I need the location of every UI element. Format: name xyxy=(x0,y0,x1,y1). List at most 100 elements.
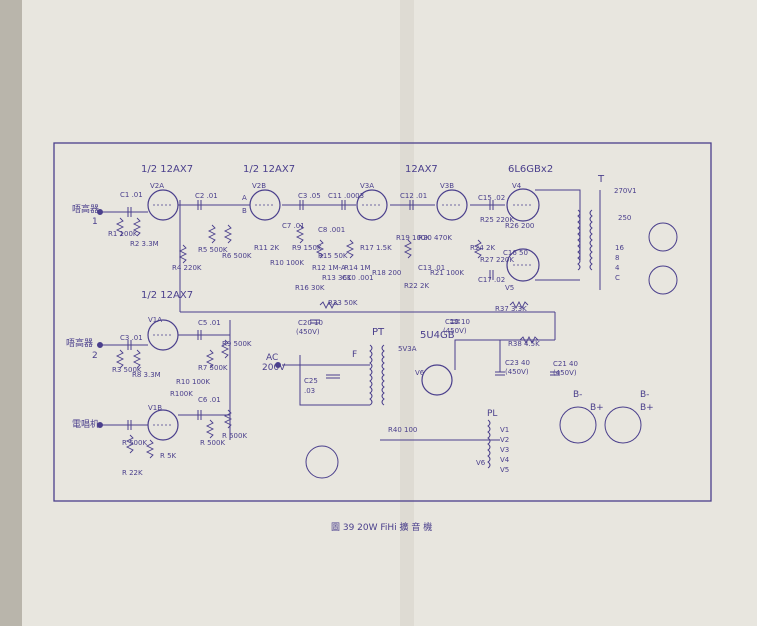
power-transformer xyxy=(369,344,385,406)
resistor-r25 xyxy=(473,239,483,259)
comp-c12: C12 .01 xyxy=(400,192,427,200)
cap-c3b xyxy=(127,340,132,350)
comp-c15: C15 .02 xyxy=(478,194,505,202)
comp-c7: C7 .01 xyxy=(282,222,305,230)
tube-v6-label: V6 xyxy=(415,369,425,377)
comp-r21: R21 100K xyxy=(430,269,464,277)
resistor-r4 xyxy=(178,244,188,264)
comp-r17: R17 1.5K xyxy=(360,244,392,252)
comp-c5: C5 .01 xyxy=(198,319,221,327)
comp-r9b: R9 500K xyxy=(222,340,252,348)
tube-v2b xyxy=(249,189,281,221)
mic1-jack-icon xyxy=(97,209,103,215)
resistor-r3 xyxy=(115,349,125,369)
cap-c1 xyxy=(127,207,132,217)
comp-r26: R26 200 xyxy=(505,222,534,230)
ac-voltage-label: 200V xyxy=(262,363,286,373)
cap-c3 xyxy=(299,200,304,210)
comp-r37: R37 3.3K xyxy=(495,305,527,313)
comp-r3: R3 500K xyxy=(112,366,142,374)
switch-a-label: A xyxy=(242,194,247,202)
heater-v4-label: V4 xyxy=(500,456,510,464)
comp-r12: R12 1M-A xyxy=(312,264,346,272)
cap-c6 xyxy=(197,410,202,420)
comp-r-phono1: R 500K xyxy=(122,439,147,447)
page-left-edge xyxy=(0,0,22,626)
input-mic1-label: 唔高器 xyxy=(72,203,99,215)
comp-c19: C19 10 xyxy=(445,318,470,326)
resistor-r5 xyxy=(207,224,217,244)
comp-r-phono4: R 500K xyxy=(200,439,225,447)
wire-rectifier-out xyxy=(454,339,555,370)
cap-c15 xyxy=(489,200,494,210)
b-socket-1-plus: B+ xyxy=(590,403,604,413)
cap-c12 xyxy=(409,200,414,210)
b-socket-2-plus: B+ xyxy=(640,403,654,413)
comp-r13: R13 36K xyxy=(322,274,352,282)
switch-b-label: B xyxy=(242,207,247,215)
tube-v1a xyxy=(147,319,179,351)
resistor-r19 xyxy=(403,239,413,259)
comp-r27: R27 220K xyxy=(480,256,514,264)
b-socket-1 xyxy=(559,406,597,444)
input-mic1-num: 1 xyxy=(92,217,98,227)
comp-c13: C13 .01 xyxy=(418,264,445,272)
cap-c11 xyxy=(341,200,346,210)
comp-c23: C23 40 xyxy=(505,359,530,367)
comp-r7: R7 500K xyxy=(198,364,228,372)
comp-r24: R24 2K xyxy=(470,244,495,252)
comp-c16: C16 50 xyxy=(503,249,528,257)
resistor-phono4 xyxy=(205,419,215,439)
spk-4-label: 4 xyxy=(615,264,620,272)
tube-v3b-label: V3B xyxy=(440,182,454,190)
comp-c17: C17 .02 xyxy=(478,276,505,284)
figure-caption: 圖 39 20W FiHi 擴 音 機 xyxy=(331,521,432,533)
b-socket-2-minus: B- xyxy=(640,390,649,400)
cap-c21 xyxy=(550,371,560,376)
input-mic2-num: 2 xyxy=(92,351,98,361)
comp-r5: R5 500K xyxy=(198,246,228,254)
resistor-phono3 xyxy=(145,439,155,459)
cap-c7-phono xyxy=(127,420,132,430)
resistor-phono5 xyxy=(223,409,233,429)
comp-r23: R23 50K xyxy=(328,299,358,307)
resistor-r2 xyxy=(132,217,142,237)
comp-c19v: (450V) xyxy=(443,327,467,335)
comp-r-v6: R40 100 xyxy=(388,426,417,434)
spk-c-label: C xyxy=(615,274,620,282)
spk-16-label: 16 xyxy=(615,244,624,252)
comp-r14: R14 1M xyxy=(344,264,371,272)
speaker-socket-1 xyxy=(648,222,678,252)
b-socket-2 xyxy=(604,406,642,444)
comp-c8: C8 .001 xyxy=(318,226,345,234)
comp-r20: R20 470K xyxy=(418,234,452,242)
spk-8-label: 8 xyxy=(615,254,619,262)
comp-c21: C21 40 xyxy=(553,360,578,368)
resistor-r6 xyxy=(223,224,233,244)
tube-v3b xyxy=(436,189,468,221)
output-transformer xyxy=(577,209,593,271)
ac-socket xyxy=(305,445,339,479)
cap-c2 xyxy=(197,200,202,210)
comp-r1: R1 100K xyxy=(108,230,138,238)
tube-v2a-label: V2A xyxy=(150,182,164,190)
comp-r-phono3: R 5K xyxy=(160,452,177,460)
comp-c6: C6 .01 xyxy=(198,396,221,404)
resistor-r14 xyxy=(345,239,355,259)
cap-c17 xyxy=(489,270,494,280)
ac-plug-icon xyxy=(275,362,281,368)
comp-r10b: R10 100K xyxy=(176,378,210,386)
tube-title-v2a: 1/2 12AX7 xyxy=(141,164,193,175)
cap-c25 xyxy=(326,374,340,379)
mic2-jack-icon xyxy=(97,342,103,348)
pl-label: PL xyxy=(487,409,497,419)
comp-r22: R22 2K xyxy=(404,282,429,290)
tube-v1b-label: V1B xyxy=(148,404,162,412)
comp-c20v: (450V) xyxy=(296,328,320,336)
tube-title-v3: 12AX7 xyxy=(405,164,438,175)
comp-r18: R18 200 xyxy=(372,269,401,277)
resistor-r12 xyxy=(315,239,325,259)
heater-v3-label: V3 xyxy=(500,446,509,454)
tube-title-rect: 5U4GB xyxy=(420,330,455,341)
